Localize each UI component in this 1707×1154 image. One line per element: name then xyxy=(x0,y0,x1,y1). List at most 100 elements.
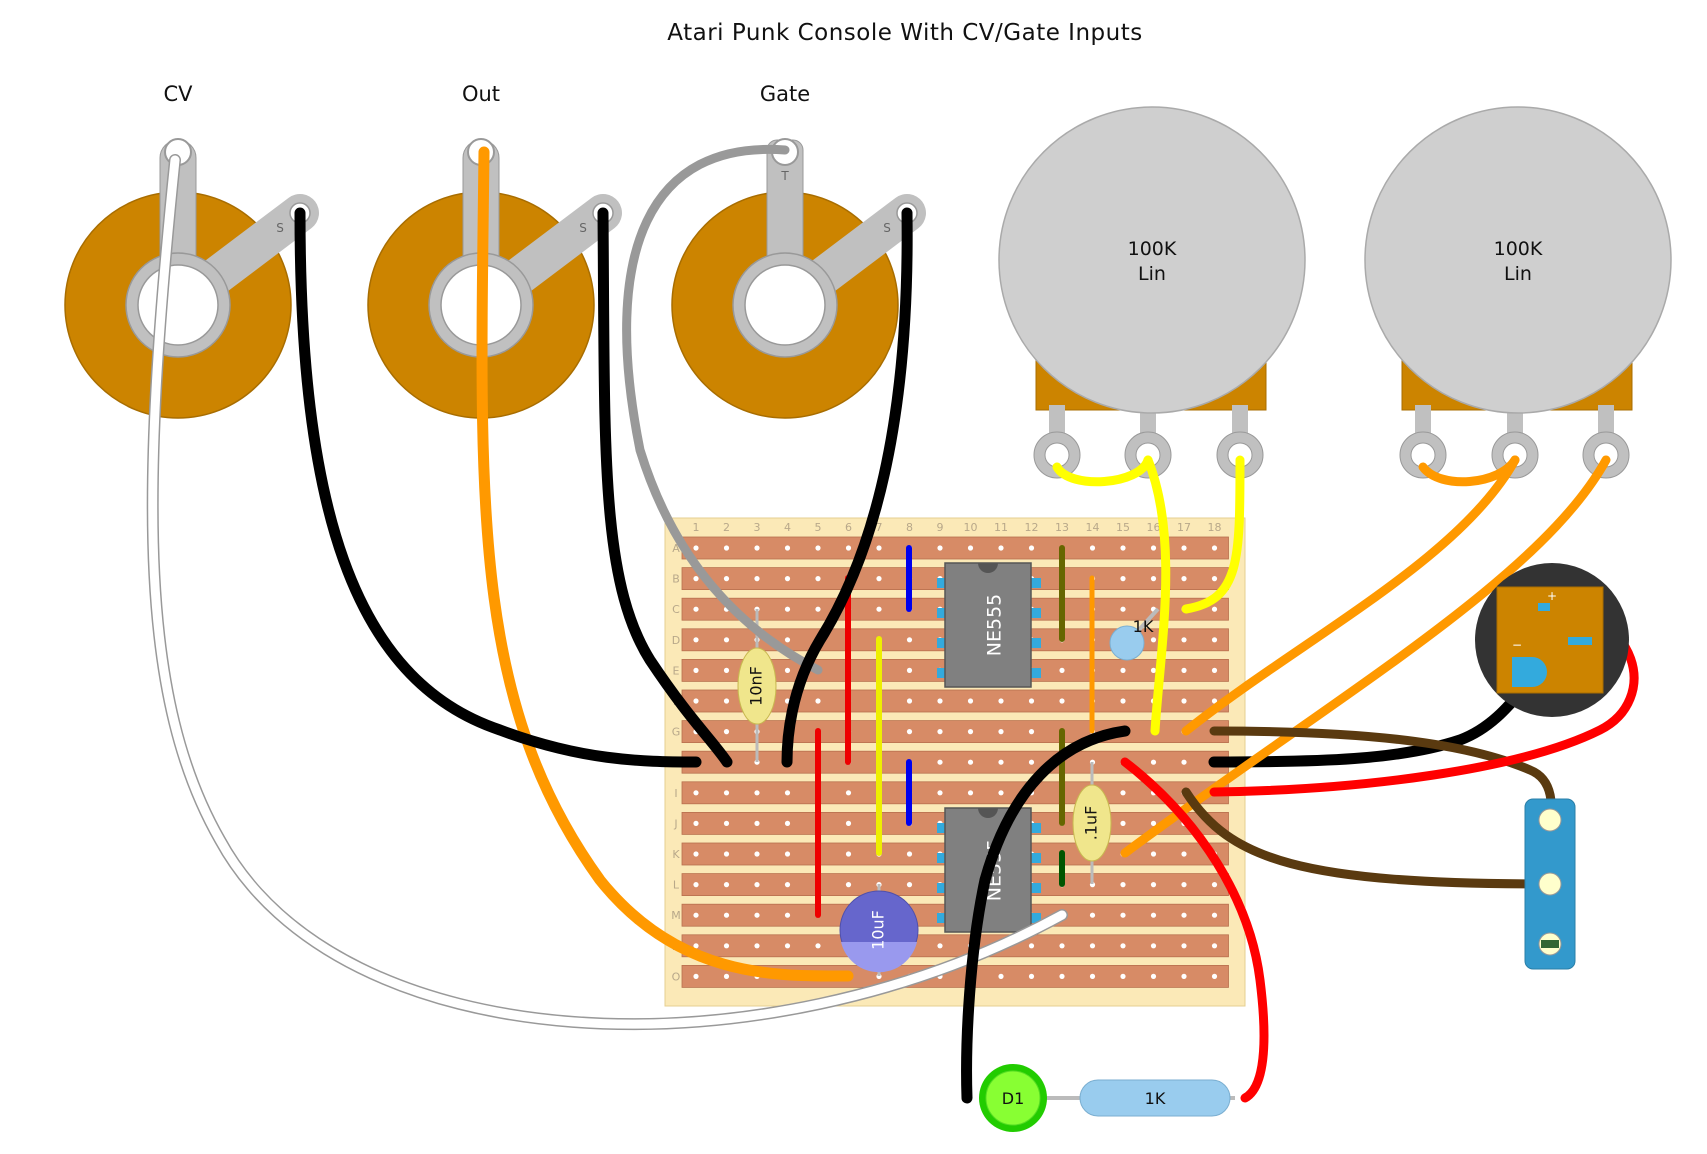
hole-B5 xyxy=(815,576,821,582)
hole-F1 xyxy=(693,698,699,704)
hole-L8 xyxy=(906,882,913,888)
row-letter-E: E xyxy=(673,664,680,677)
hole-K8 xyxy=(906,851,913,857)
hole-H9 xyxy=(937,759,943,765)
hole-B3 xyxy=(754,576,760,582)
hole-E4 xyxy=(784,667,791,674)
hole-N14 xyxy=(1089,943,1096,949)
hole-A14 xyxy=(1089,545,1096,551)
hole-A5 xyxy=(815,545,821,551)
hole-I9 xyxy=(937,790,943,796)
jack-label-cv: CV xyxy=(163,82,193,106)
column-number-15: 15 xyxy=(1116,521,1130,534)
hole-B1 xyxy=(693,576,699,582)
hole-E1 xyxy=(693,667,699,674)
hole-A1 xyxy=(693,545,699,551)
hole-M4 xyxy=(784,912,791,918)
ic-chip-top: NE555 xyxy=(937,562,1041,688)
hole-C5 xyxy=(815,606,821,612)
hole-E18 xyxy=(1211,667,1218,674)
hole-M17 xyxy=(1181,912,1187,918)
wire-red-resistor xyxy=(1120,757,1269,1103)
resistor-1k-label: 1K xyxy=(1145,1089,1166,1108)
hole-A12 xyxy=(1028,545,1035,551)
column-number-9: 9 xyxy=(937,521,944,534)
hole-C15 xyxy=(1120,606,1126,612)
diagram-title: Atari Punk Console With CV/Gate Inputs xyxy=(667,20,1142,46)
row-letter-G: G xyxy=(672,726,681,739)
column-number-3: 3 xyxy=(754,521,761,534)
hole-G12 xyxy=(1028,729,1035,735)
hole-F13 xyxy=(1059,698,1065,704)
hole-F2 xyxy=(723,698,730,704)
hole-F18 xyxy=(1211,698,1218,704)
hole-C4 xyxy=(784,606,791,612)
hole-N4 xyxy=(784,943,791,949)
row-letter-B: B xyxy=(672,573,680,586)
hole-N2 xyxy=(723,943,730,949)
hole-L17 xyxy=(1181,882,1187,888)
hole-A6 xyxy=(845,545,852,551)
hole-D4 xyxy=(784,637,791,643)
hole-N12 xyxy=(1028,943,1035,949)
hole-J2 xyxy=(723,820,730,827)
hole-F17 xyxy=(1181,698,1187,704)
hole-A2 xyxy=(723,545,730,551)
hole-B2 xyxy=(723,576,730,582)
hole-N1 xyxy=(693,943,699,949)
toggle-switch xyxy=(1524,798,1576,970)
small-resistor-1k-label: 1K xyxy=(1133,617,1154,636)
row-letter-L: L xyxy=(673,879,680,892)
column-number-16: 16 xyxy=(1147,521,1161,534)
column-number-12: 12 xyxy=(1025,521,1039,534)
wire-yellow-pot1-2 xyxy=(1143,455,1171,736)
hole-E8 xyxy=(906,667,913,674)
capacitor-10nf-label: 10nF xyxy=(747,666,766,706)
hole-F9 xyxy=(937,698,943,704)
row-letter-O: O xyxy=(672,970,681,983)
wires xyxy=(146,144,1639,1104)
hole-L2 xyxy=(723,882,730,888)
jack-label-gate: Gate xyxy=(760,82,810,106)
hole-C7 xyxy=(876,606,882,612)
hole-J6 xyxy=(845,820,852,827)
hole-B4 xyxy=(784,576,791,582)
hole-B17 xyxy=(1181,576,1187,582)
capacitor-01uf-label: .1uF xyxy=(1082,806,1101,841)
hole-I6 xyxy=(845,790,852,796)
hole-O18 xyxy=(1211,973,1218,980)
hole-O1 xyxy=(693,973,699,980)
hole-G2 xyxy=(723,729,730,735)
hole-K6 xyxy=(845,851,852,857)
hole-N17 xyxy=(1181,943,1187,949)
hole-N15 xyxy=(1120,943,1126,949)
hole-I2 xyxy=(723,790,730,796)
row-letter-C: C xyxy=(672,603,680,616)
wire-orange-pot2-2 xyxy=(1181,455,1520,736)
jack-gate: T S xyxy=(671,138,926,419)
pot-2: 100K Lin xyxy=(1364,106,1672,479)
hole-L15 xyxy=(1120,882,1126,888)
pot-1: 100K Lin xyxy=(998,106,1306,479)
row-letter-J: J xyxy=(673,817,677,830)
hole-D8 xyxy=(906,637,913,643)
hole-E15 xyxy=(1120,667,1126,674)
hole-I4 xyxy=(784,790,791,796)
led-d1: D1 xyxy=(979,1064,1080,1132)
hole-A10 xyxy=(967,545,974,551)
copper-strip-H xyxy=(681,750,1229,774)
hole-M16 xyxy=(1150,912,1157,918)
hole-F10 xyxy=(967,698,974,704)
hole-O11 xyxy=(998,973,1004,980)
hole-C1 xyxy=(693,606,699,612)
hole-L16 xyxy=(1150,882,1157,888)
dc-power-jack: + − xyxy=(1475,563,1629,717)
pot-1-taper: Lin xyxy=(1138,263,1166,285)
row-letter-D: D xyxy=(672,634,680,647)
hole-L6 xyxy=(845,882,852,888)
led-d1-label: D1 xyxy=(1002,1089,1025,1108)
hole-M1 xyxy=(693,912,699,918)
hole-E2 xyxy=(723,667,730,674)
